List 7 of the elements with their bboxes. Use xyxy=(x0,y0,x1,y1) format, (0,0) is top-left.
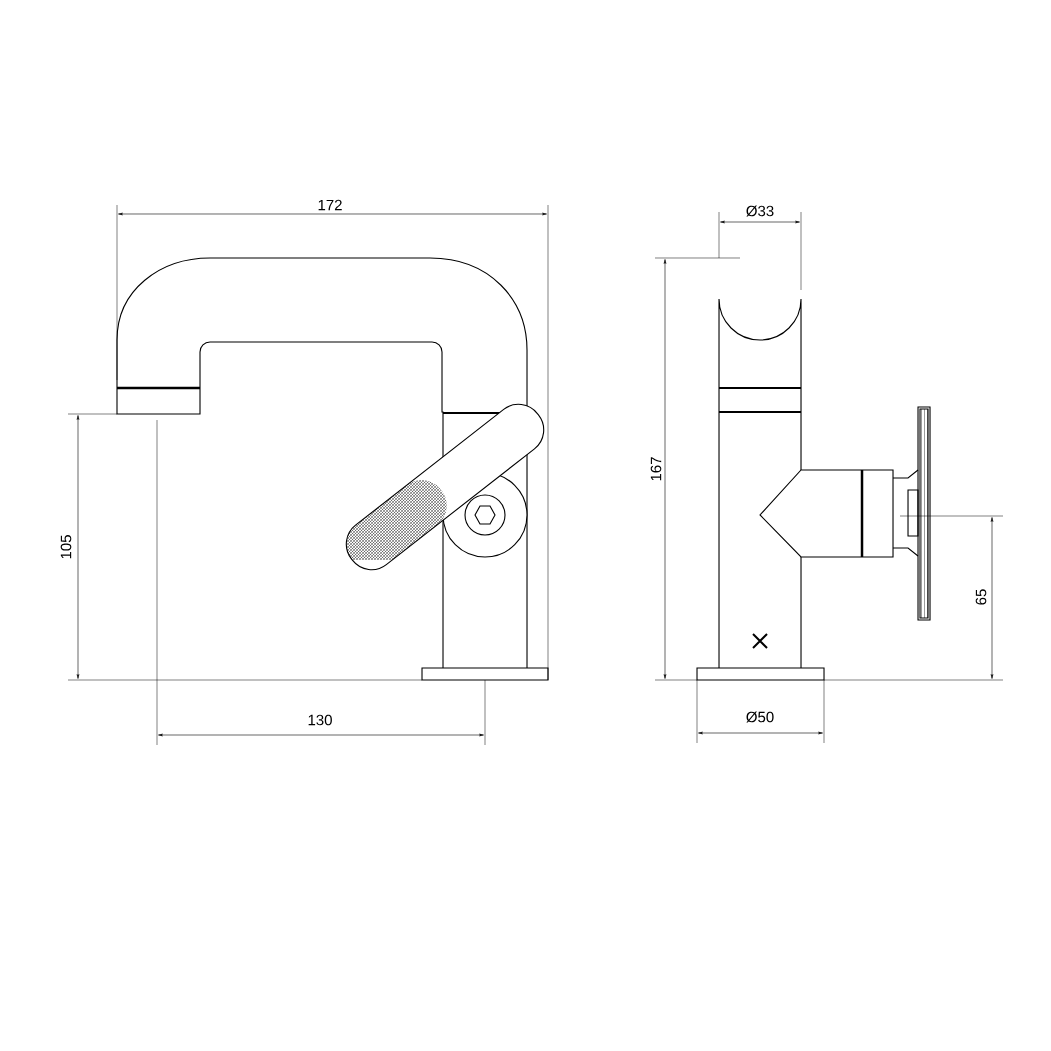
dimension-label: 105 xyxy=(60,535,72,559)
dimension-label: Ø50 xyxy=(746,711,774,723)
dimension-label: 172 xyxy=(318,199,342,211)
dimension-label: 167 xyxy=(650,457,662,481)
dimension-label: 65 xyxy=(975,589,987,605)
dimension-label: Ø33 xyxy=(746,205,774,217)
dimension-label: 130 xyxy=(308,714,332,726)
